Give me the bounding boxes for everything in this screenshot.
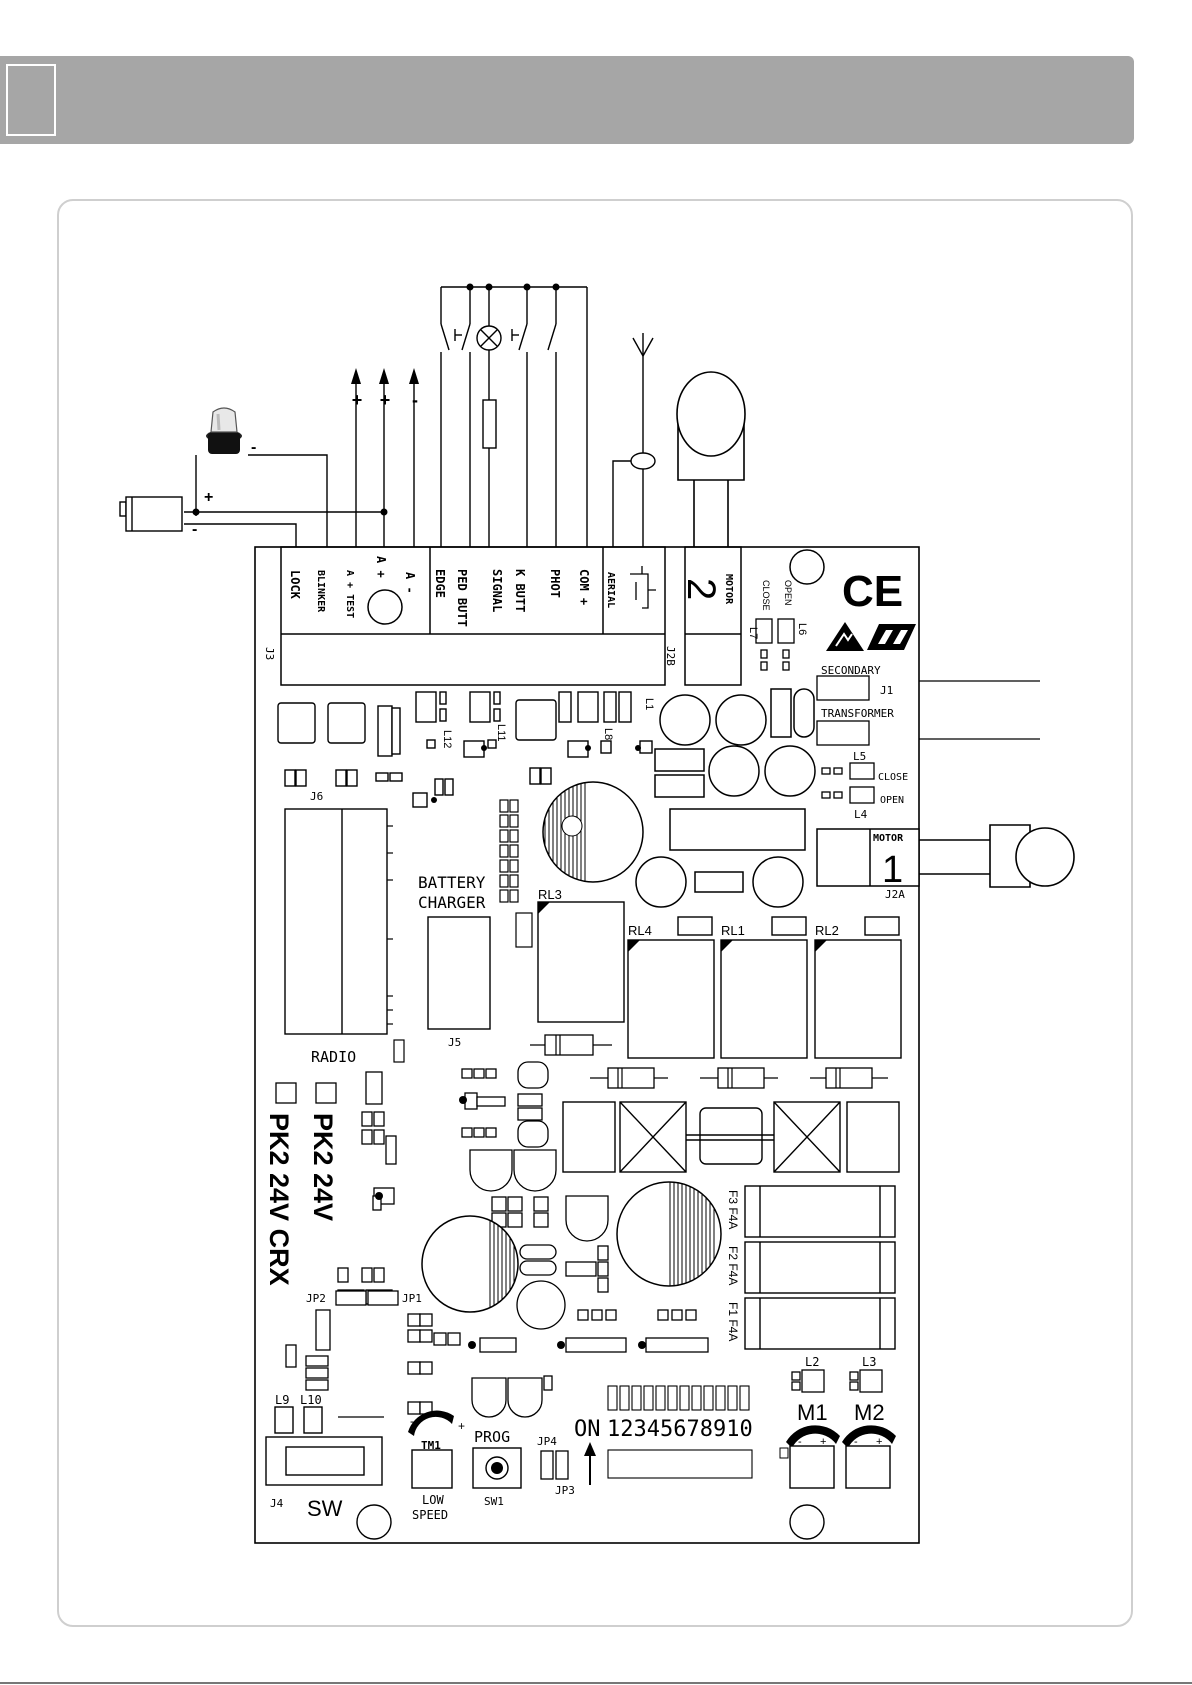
j4-label: J4 [270,1497,284,1510]
prog-button [472,1447,522,1489]
low-label: LOW [422,1493,444,1507]
led-open-right-label: OPEN [880,795,904,806]
relay-rl4-label: RL4 [628,923,652,938]
term-a-minus: A - [403,572,417,594]
term-signal: SIGNAL [490,569,504,612]
model-label: PK2 24V [308,1113,338,1221]
m2-plus: + [876,1436,882,1448]
fuse-f3-label: F3 F4A [726,1190,740,1229]
model-label-crx: PK2 24V CRX [264,1113,294,1286]
led-l8-label: L8 [602,728,614,740]
lock-plus: + [204,489,213,506]
j3-label: J3 [263,647,276,660]
fuse-f1-label: F1 F4A [726,1302,740,1341]
led-l1-label: L1 [643,698,655,710]
tm1-label: TM1 [421,1439,441,1452]
ce-logo: CE [842,567,903,616]
sw1-label: SW1 [484,1495,504,1508]
led-l5-label: L5 [853,750,866,763]
m2-minus: - [854,1436,858,1448]
prog-label: PROG [474,1428,510,1446]
term-blinker: BLINKER [315,570,326,613]
jp2-label: JP2 [306,1292,326,1305]
term-phot: PHOT [548,569,562,598]
j6-label: J6 [310,790,323,803]
fuse-f2-label: F2 F4A [726,1246,740,1285]
jp1-label: JP1 [402,1292,422,1305]
jp3-label: JP3 [555,1484,575,1497]
term-edge: EDGE [433,569,447,598]
brand-logo [867,624,916,650]
j2a-label: J2A [885,888,905,901]
m1-label: M1 [797,1400,828,1425]
battery-label: BATTERY [418,873,486,892]
lock-minus: - [192,521,197,538]
m1-trimmer-icon [779,1425,840,1489]
motor2-number: 2 [679,578,723,600]
minus-sign: - [412,390,418,410]
transformer-label: TRANSFORMER [821,707,894,720]
header-tab-square [6,64,56,136]
led-l3-label: L3 [862,1355,876,1369]
radio-label: RADIO [311,1048,356,1066]
speed-label: SPEED [412,1508,448,1522]
led-l7-label: L7 [747,627,759,639]
term-ped-butt: PED BUTT [455,569,469,627]
electrolytic-capacitor-3 [616,1181,722,1287]
blinker-lamp-icon [206,407,242,454]
term-aerial: AERIAL [605,572,616,608]
relay-rl1-label: RL1 [721,923,745,938]
term-a-test: A + TEST [344,570,355,618]
led-l2-label: L2 [805,1355,819,1369]
charger-label: CHARGER [418,893,486,912]
electrolytic-capacitor-1 [542,781,644,883]
term-a-plus: A + [374,556,388,578]
led-l6-label: L6 [796,623,808,635]
blinker-minus: - [251,439,256,456]
relay-rl3-label: RL3 [538,887,562,902]
plus-sign-1: + [352,390,363,410]
m2-label: M2 [854,1400,885,1425]
m1-plus: + [820,1436,826,1448]
j1-label: J1 [880,684,893,697]
led-l12-label: L12 [441,730,453,748]
led-l4-label: L4 [854,808,868,821]
relay-rl2-label: RL2 [815,923,839,938]
tm1-minus: - [410,1414,414,1428]
term-com-plus: COM + [577,569,591,605]
m2-trimmer-icon [842,1425,896,1489]
header-bar [0,56,1134,144]
dip-numbers: 12345678910 [607,1417,753,1442]
led-l10-label: L10 [300,1393,322,1407]
led-l11-label: L11 [495,724,507,742]
motor1-label: MOTOR [873,833,904,844]
motor2-label: MOTOR [723,574,734,605]
tm1-trimmer-icon [408,1410,454,1489]
esd-warning-icon [826,622,864,651]
tm1-plus: + [458,1419,465,1433]
led-l9-label: L9 [275,1393,289,1407]
footer-rule [0,1682,1192,1684]
led-close-right-label: CLOSE [878,772,908,783]
secondary-label: SECONDARY [821,664,881,677]
motor1-number: 1 [882,849,903,891]
plus-sign-2: + [380,390,391,410]
m1-minus: - [798,1436,802,1448]
jp4-label: JP4 [537,1435,557,1448]
sw-label: SW [307,1496,343,1521]
term-lock: LOCK [288,570,302,600]
dip-on-label: ON [574,1417,601,1442]
led-open-top-label: OPEN [783,580,793,606]
j2b-label: J2B [664,646,677,666]
term-k-butt: K BUTT [513,569,527,612]
arrow-up-icon [584,1442,596,1485]
diagram-frame [57,199,1133,1627]
led-close-top-label: CLOSE [761,580,771,611]
electric-lock-icon [119,496,183,532]
j5-label: J5 [448,1036,461,1049]
